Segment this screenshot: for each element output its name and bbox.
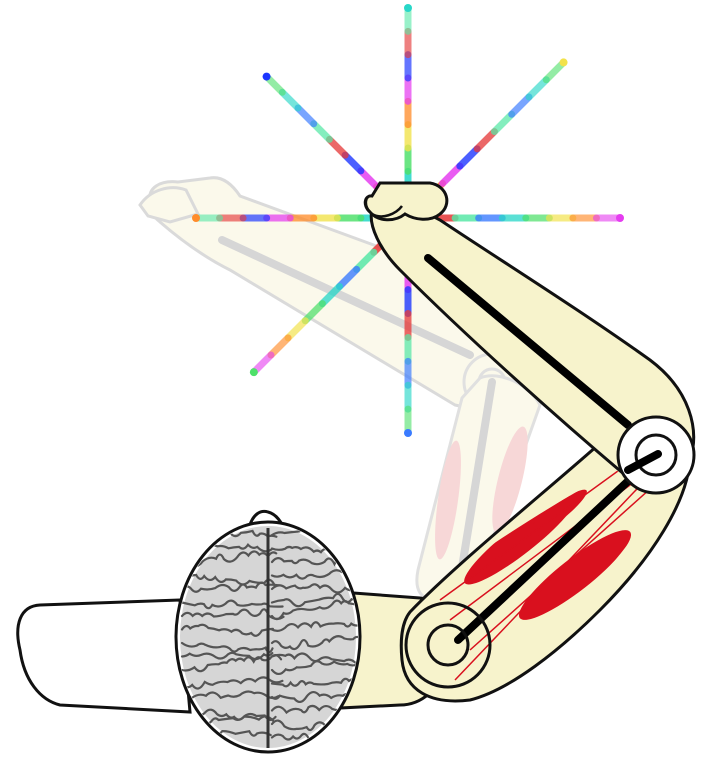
- reach-target: [404, 429, 412, 437]
- head: [176, 511, 370, 752]
- reach-ray-segment: [512, 97, 529, 114]
- ghost-arm: [140, 178, 540, 602]
- reach-target: [250, 368, 258, 376]
- reach-target: [560, 58, 568, 66]
- reach-ray-segment: [288, 321, 305, 338]
- reach-target: [192, 214, 200, 222]
- reach-target: [616, 214, 624, 222]
- hand: [365, 183, 447, 220]
- reach-ray-segment: [529, 80, 546, 97]
- reach-ray-segment: [494, 114, 511, 131]
- reach-ray-segment: [477, 132, 494, 149]
- reach-target: [263, 73, 271, 81]
- brain: [180, 523, 370, 748]
- reach-ray-segment: [271, 338, 288, 355]
- main-arm: [365, 183, 694, 701]
- reach-ray-segment: [460, 149, 477, 166]
- reach-target: [404, 4, 412, 12]
- torso-left-shoulder: [18, 600, 190, 712]
- reach-ray-segment: [443, 166, 460, 183]
